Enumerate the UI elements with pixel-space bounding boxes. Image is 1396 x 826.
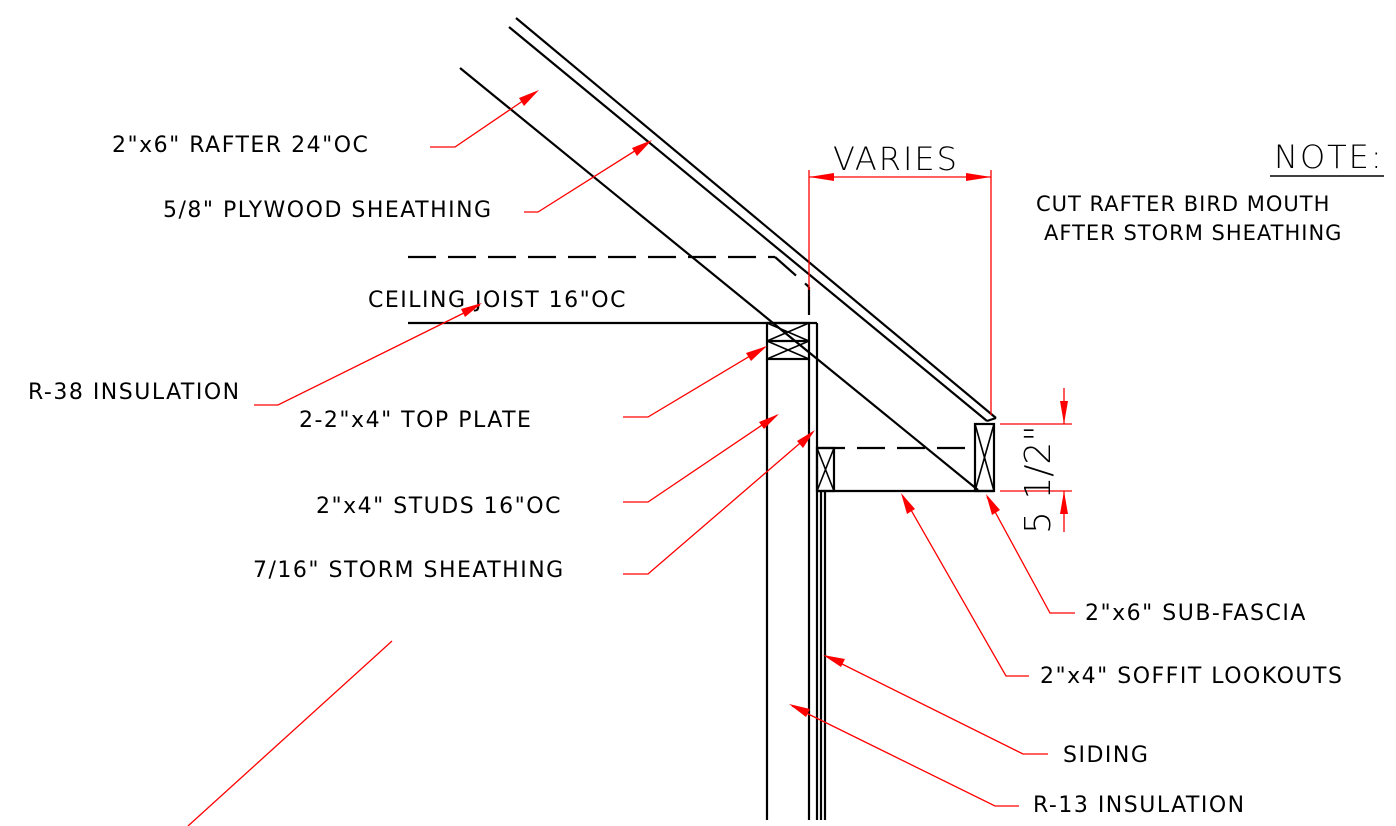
varies-arrow-right <box>966 173 991 181</box>
callout-siding: SIDING <box>823 655 1149 768</box>
ceiling-joist-dashed-corner <box>774 256 810 288</box>
plywood-leader <box>524 141 650 213</box>
rafter-arrow <box>519 90 539 106</box>
callout-plywood: 5/8" PLYWOOD SHEATHING <box>163 140 652 223</box>
studs-label: 2"x4" STUDS 16"OC <box>316 494 562 519</box>
soffit-framing <box>815 422 996 493</box>
siding-leader <box>825 655 1048 755</box>
r38-leader <box>254 304 481 406</box>
r13-arrow <box>789 704 810 717</box>
soffit-lookouts-leader <box>902 495 1029 677</box>
studs-leader <box>623 414 778 503</box>
top-plate-x4 <box>766 340 810 360</box>
ceiling-joist <box>408 255 817 325</box>
fascia-dim-arrow-top <box>1060 401 1068 424</box>
note-heading: NOTE: <box>1274 138 1384 176</box>
top-plate-leader <box>623 346 766 418</box>
storm-sheathing-label: 7/16" STORM SHEATHING <box>253 558 565 583</box>
rafter-leader <box>430 91 537 148</box>
sub-fascia-x2 <box>974 423 995 492</box>
callout-rafter: 2"x6" RAFTER 24"OC <box>112 90 539 158</box>
callout-r13: R-13 INSULATION <box>789 704 1246 818</box>
fascia-dim-arrow-bottom <box>1060 491 1068 514</box>
callout-sub-fascia: 2"x6" SUB-FASCIA <box>986 494 1307 626</box>
lookout-end-block <box>815 446 836 493</box>
roof-linework <box>459 17 997 491</box>
fascia-height-label: 5 1/2" <box>1018 425 1059 534</box>
note-line-2: AFTER STORM SHEATHING <box>1044 221 1342 245</box>
callout-top-plate: 2-2"x4" TOP PLATE <box>299 346 767 433</box>
soffit-lookouts-label: 2"x4" SOFFIT LOOKOUTS <box>1040 664 1343 689</box>
callout-soffit-lookouts: 2"x4" SOFFIT LOOKOUTS <box>901 493 1343 689</box>
lookout-end-x2 <box>816 447 835 492</box>
varies-label: VARIES <box>833 140 959 178</box>
callout-r38: R-38 INSULATION <box>28 303 482 406</box>
callout-storm-sheathing: 7/16" STORM SHEATHING <box>253 430 815 583</box>
plywood-arrow <box>632 140 652 156</box>
ceiling-joist-label: CEILING JOIST 16"OC <box>368 288 627 313</box>
fascia-height-dimension: 5 1/2" <box>1000 388 1072 534</box>
wall-section <box>765 321 827 820</box>
sub-fascia-block <box>973 422 996 493</box>
callout-ceiling-joist: CEILING JOIST 16"OC <box>368 288 627 313</box>
fascia-tip-line <box>986 416 997 423</box>
plywood-sheathing-line-inner <box>508 26 988 422</box>
plywood-label: 5/8" PLYWOOD SHEATHING <box>163 198 493 223</box>
sub-fascia-label: 2"x6" SUB-FASCIA <box>1085 601 1307 626</box>
varies-dimension: VARIES <box>808 140 992 415</box>
top-plate-arrow <box>746 346 767 361</box>
note-line-1: CUT RAFTER BIRD MOUTH <box>1036 192 1330 216</box>
r13-label: R-13 INSULATION <box>1033 793 1246 818</box>
r38-label: R-38 INSULATION <box>28 380 241 405</box>
callout-studs: 2"x4" STUDS 16"OC <box>316 414 779 519</box>
top-plate-x2 <box>766 322 810 342</box>
r38-arrow <box>461 303 482 317</box>
r13-leader <box>791 705 1019 807</box>
varies-arrow-left <box>809 173 834 181</box>
sub-fascia-leader <box>986 496 1075 614</box>
storm-sheathing-leader <box>623 431 814 575</box>
siding-label: SIDING <box>1063 743 1149 768</box>
rafter-bottom-line <box>459 67 979 491</box>
note-block: NOTE: CUT RAFTER BIRD MOUTH AFTER STORM … <box>1036 138 1384 245</box>
rafter-label: 2"x6" RAFTER 24"OC <box>112 133 369 158</box>
sub-fascia-arrow <box>986 494 1000 515</box>
plywood-sheathing-line-outer <box>515 17 997 419</box>
stray-leader-line <box>187 640 393 826</box>
top-plate-label: 2-2"x4" TOP PLATE <box>299 408 532 433</box>
stray-leader <box>187 640 393 826</box>
storm-sheathing-arrow <box>797 430 815 448</box>
studs-arrow <box>759 414 779 429</box>
siding-arrow <box>823 655 845 667</box>
soffit-lookouts-arrow <box>901 493 915 514</box>
